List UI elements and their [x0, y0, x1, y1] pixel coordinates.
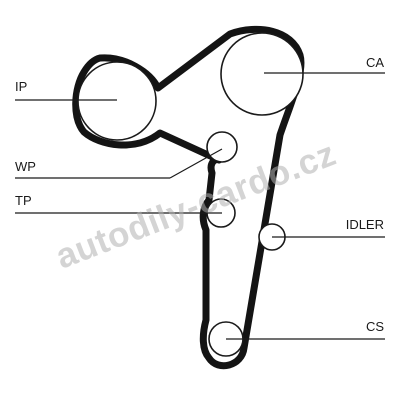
watermark: autodily-cardo.cz — [51, 134, 342, 277]
label-ip: IP — [15, 79, 27, 94]
label-cs: CS — [366, 319, 384, 334]
label-idler: IDLER — [346, 217, 384, 232]
label-ca: CA — [366, 55, 384, 70]
camshaft-pulley — [220, 32, 304, 116]
label-wp: WP — [15, 159, 36, 174]
timing-belt — [72, 25, 305, 370]
wp-leader-diagonal — [169, 148, 223, 179]
water-pump-pulley — [206, 131, 238, 163]
label-tp: TP — [15, 193, 32, 208]
intermediate-pulley — [77, 61, 157, 141]
